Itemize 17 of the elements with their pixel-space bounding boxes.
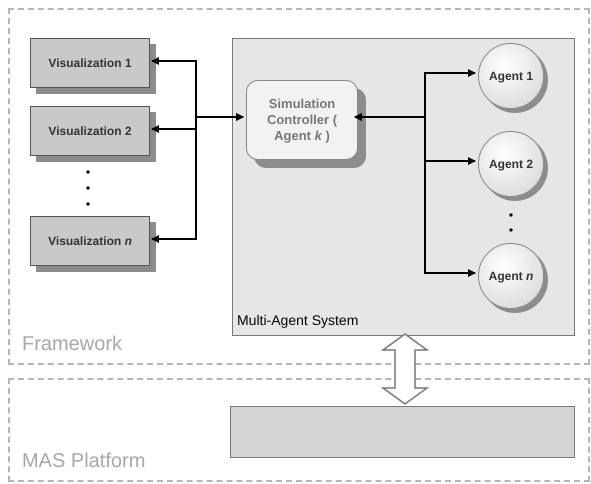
agent-label: Agent 2 (488, 156, 533, 173)
dashed-region (8, 8, 590, 365)
panel-title: Multi-Agent System (237, 312, 358, 328)
controller-label: Simulation Controller ( Agent k ) (266, 96, 338, 144)
region-title: Framework (22, 333, 122, 355)
double-arrow (380, 333, 430, 405)
platform-box (230, 406, 575, 458)
box-label: Visualization n (48, 233, 132, 250)
agent-label: Agent n (488, 268, 534, 285)
box-label: Visualization 2 (48, 123, 132, 140)
system-panel (232, 38, 575, 336)
region-title: MAS Platform (22, 450, 146, 472)
connector-arrow (151, 113, 244, 243)
dashed-region (8, 378, 590, 482)
connector-arrow (354, 113, 476, 277)
agent-label: Agent 1 (488, 68, 533, 85)
box-label: Visualization 1 (48, 55, 132, 72)
